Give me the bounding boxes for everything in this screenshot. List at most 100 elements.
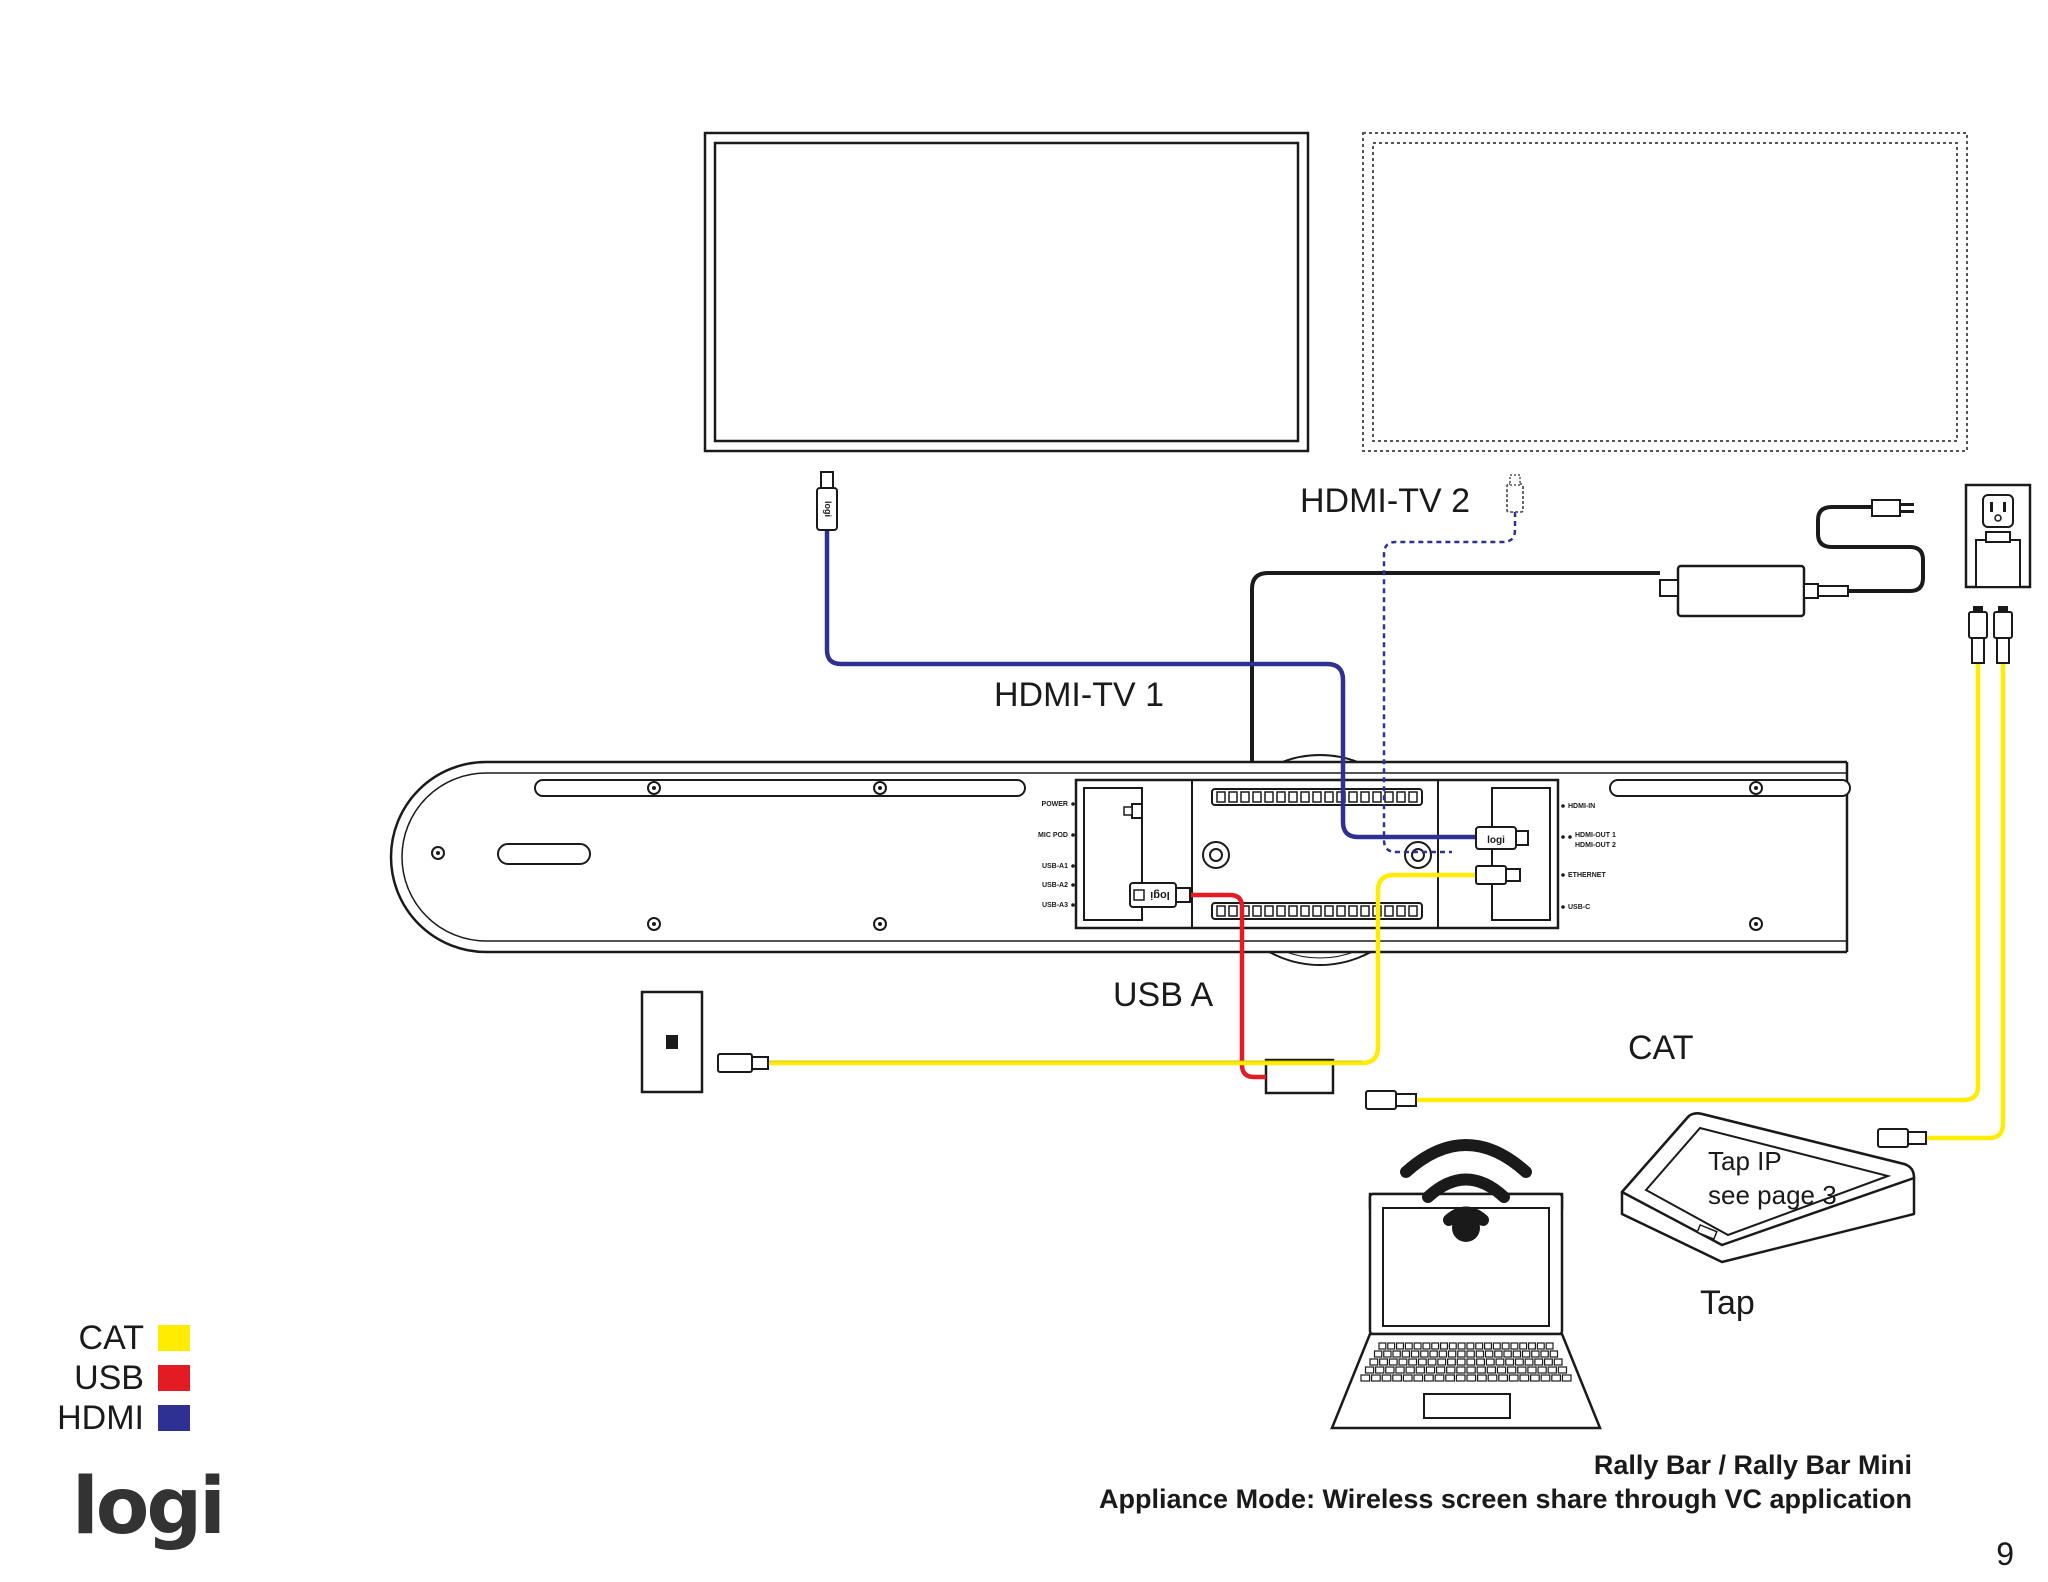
keyboard-key [1540,1374,1551,1382]
port-label: HDMI-IN [1568,803,1595,810]
tap-ip-label: Tap IP [1708,1146,1782,1176]
keyboard-key [1427,1358,1437,1366]
keyboard-key [1537,1366,1547,1374]
vent-slot [1264,791,1274,803]
keyboard-key [1448,1342,1457,1350]
vent-slot [1216,791,1226,803]
power-outlet [1964,483,2032,589]
page-number: 9 [1996,1536,2014,1572]
keyboard-key [1466,1358,1476,1366]
vent-slot [1276,791,1286,803]
tap-device [1620,1112,1916,1264]
vent-slot [1228,791,1238,803]
connector-brand-text: logi [1487,835,1505,846]
keyboard-key [1402,1374,1413,1382]
hdmi-cable-tv1 [824,530,1482,840]
port-label: POWER [1042,801,1068,808]
logi-logo: logi [72,1462,226,1552]
vent-slot [1288,905,1298,917]
title-line-1: Rally Bar / Rally Bar Mini [1593,1450,1912,1480]
hdmi-plug-bar: logi [1475,826,1529,850]
keyboard-key [1404,1342,1413,1350]
keyboard-key [1387,1342,1396,1350]
keyboard-key [1420,1350,1429,1358]
vent-slot [1252,791,1262,803]
vent-slot [1384,791,1394,803]
keyboard-key [1455,1374,1466,1382]
keyboard-key [1483,1342,1492,1350]
keyboard-key [1503,1350,1512,1358]
laptop-keyboard [1360,1342,1572,1382]
keyboard-key [1398,1358,1408,1366]
keyboard-key [1378,1342,1387,1350]
keyboard-key [1484,1350,1494,1358]
wall-jack [640,990,704,1094]
keyboard-key [1514,1358,1524,1366]
cat-label: CAT [1628,1029,1693,1067]
keyboard-key [1445,1374,1456,1382]
keyboard-key [1517,1366,1527,1374]
vent-slot [1312,791,1322,803]
keyboard-key [1466,1374,1477,1382]
keyboard-key [1524,1358,1534,1366]
keyboard-key [1429,1350,1438,1358]
hdmi-connector-tv1: logi [816,471,838,531]
keyboard-key [1512,1350,1522,1358]
vent-slot [1336,905,1346,917]
keyboard-key [1456,1358,1466,1366]
keyboard-key [1561,1374,1572,1382]
keyboard-key [1476,1366,1486,1374]
vent-slot [1300,791,1310,803]
keyboard-key [1415,1366,1425,1374]
vent-slot [1348,905,1358,917]
keyboard-key [1487,1374,1498,1382]
hdmi-connector-tv2 [1506,474,1524,513]
vent-slot [1240,791,1250,803]
port-labels-left: POWER MIC POD USB-A1 USB-A2 USB-A3 [1038,801,1068,909]
keyboard-key [1405,1366,1415,1374]
keyboard-key [1360,1374,1371,1382]
hdmi-tv1-label: HDMI-TV 1 [994,676,1164,714]
keyboard-key [1519,1342,1528,1350]
keyboard-key [1466,1366,1476,1374]
keyboard-key [1545,1342,1554,1350]
vent-slot [1228,905,1238,917]
vent-slot [1300,905,1310,917]
keyboard-key [1401,1350,1411,1358]
keyboard-key [1447,1350,1457,1358]
usb-hub-box [1264,1058,1335,1095]
port-label: USB-C [1568,904,1590,911]
keyboard-key [1485,1358,1495,1366]
hdmi-cable-tv2 [1382,512,1517,854]
keyboard-key [1364,1366,1375,1374]
keyboard-key [1388,1358,1398,1366]
keyboard-key [1476,1358,1485,1366]
vent-slot [1396,791,1406,803]
keyboard-key [1410,1350,1420,1358]
keyboard-key [1456,1366,1466,1374]
keyboard-key [1446,1358,1456,1366]
tap-label: Tap [1700,1284,1755,1322]
connector-brand-text: logi [1150,889,1170,901]
cat-cables [768,663,2006,1141]
port-labels-right: HDMI-IN HDMI-OUT 1 HDMI-OUT 2 ETHERNET U… [1568,803,1616,911]
cable-legend: CAT USB HDMI [40,1318,190,1438]
vent-slot [1312,905,1322,917]
keyboard-key [1531,1350,1540,1358]
vent-slot [1360,905,1370,917]
legend-label: CAT [78,1318,144,1357]
keyboard-key [1434,1374,1445,1382]
vent-slot [1408,905,1418,917]
keyboard-key [1392,1374,1403,1382]
keyboard-key [1547,1366,1557,1374]
power-adapter [1659,499,1914,618]
keyboard-key [1540,1350,1549,1358]
port-label: MIC POD [1038,832,1068,839]
keyboard-key [1486,1366,1497,1374]
keyboard-key [1413,1374,1424,1382]
keyboard-key [1529,1374,1540,1382]
keyboard-key [1501,1342,1510,1350]
legend-swatch-cat [158,1325,190,1351]
wifi-dot [1452,1214,1480,1242]
keyboard-key [1506,1366,1517,1374]
